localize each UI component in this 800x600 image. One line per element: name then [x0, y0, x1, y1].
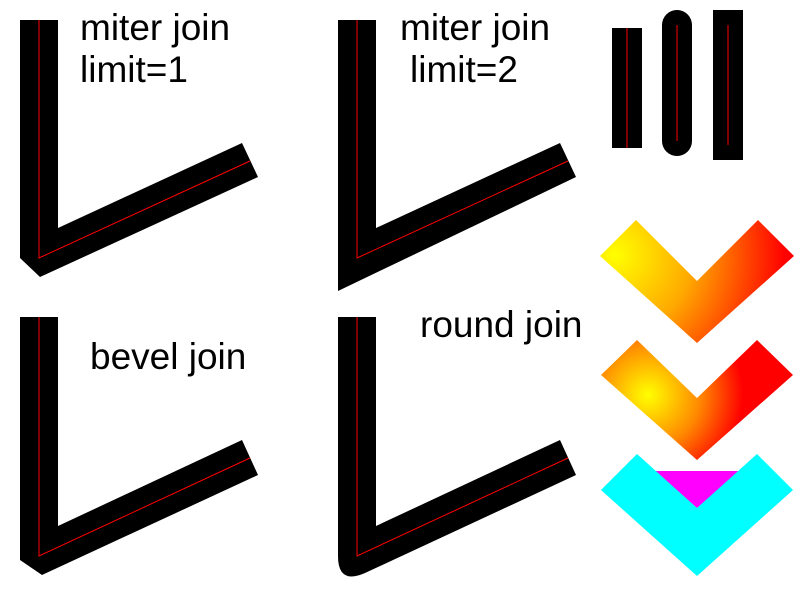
- miter-limit-2-centerline: [356, 20, 569, 259]
- cyan-chevron-with-magenta-triangle: [601, 454, 793, 576]
- bevel-join-shape: [20, 317, 258, 575]
- radial-gradient-chevron-middle: [601, 340, 793, 460]
- radial-gradient-chevron-top: [600, 220, 794, 343]
- miter-limit-1-shape: [20, 20, 258, 277]
- square-cap-line: [713, 10, 743, 160]
- butt-cap-line: [612, 28, 642, 148]
- miter-limit-2-shape: [338, 20, 576, 291]
- bevel-join-centerline: [38, 317, 251, 557]
- miter-limit-1-centerline: [38, 20, 251, 259]
- miter-limit-2-title: miter join: [400, 7, 550, 48]
- miter-limit-1-title: miter join: [80, 7, 230, 48]
- round-join-title: round join: [420, 304, 583, 345]
- round-join-centerline: [356, 317, 569, 557]
- miter-limit-1-subtitle: limit=1: [80, 49, 188, 90]
- bevel-join-title: bevel join: [90, 336, 246, 377]
- round-join-shape: [338, 317, 576, 577]
- round-cap-line: [662, 10, 692, 156]
- miter-limit-2-subtitle: limit=2: [410, 49, 518, 90]
